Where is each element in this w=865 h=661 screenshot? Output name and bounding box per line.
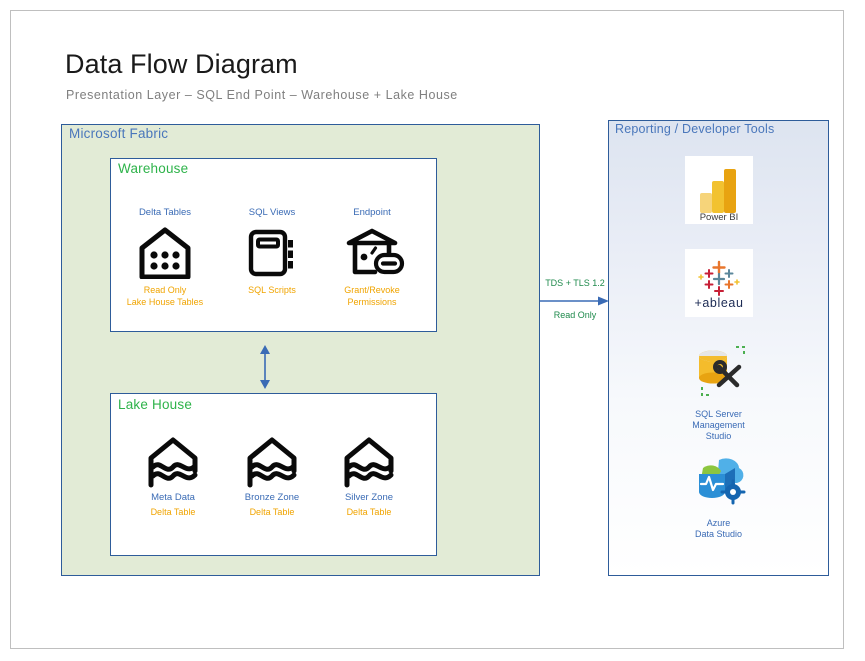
page-frame: Data Flow Diagram Presentation Layer – S… bbox=[10, 10, 844, 649]
sql-views-caption: SQL Scripts bbox=[248, 285, 296, 295]
silver-zone-title: Silver Zone bbox=[344, 492, 394, 503]
azure-data-studio-caption: Azure Data Studio bbox=[694, 518, 743, 539]
lake-house-icon bbox=[118, 436, 228, 490]
azure-data-studio-icon bbox=[685, 446, 753, 514]
bronze-zone-title: Bronze Zone bbox=[244, 492, 300, 503]
tool-tableau[interactable]: +ableau bbox=[608, 249, 829, 317]
delta-tables-icon bbox=[110, 225, 220, 281]
connector-label-bottom: Read Only bbox=[553, 310, 597, 320]
lake-house-icon bbox=[314, 436, 424, 490]
endpoint-link-icon bbox=[317, 225, 427, 281]
bidirectional-vertical-arrow bbox=[255, 345, 275, 389]
meta-data-caption: Delta Table bbox=[150, 507, 196, 517]
warehouse-item-sql-views[interactable]: SQL Views SQL Scripts bbox=[217, 207, 327, 297]
svg-text:Power BI: Power BI bbox=[699, 212, 738, 221]
warehouse-item-endpoint[interactable]: Endpoint Grant/Revoke Permissions bbox=[317, 207, 427, 308]
connector-arrow bbox=[540, 273, 610, 329]
sql-server-management-studio-icon bbox=[685, 337, 753, 405]
endpoint-title: Endpoint bbox=[353, 207, 391, 218]
lake-house-label: Lake House bbox=[118, 397, 193, 412]
reporting-developer-tools-label: Reporting / Developer Tools bbox=[615, 122, 775, 136]
tool-azure-data-studio[interactable]: Azure Data Studio bbox=[608, 446, 829, 540]
endpoint-caption: Grant/Revoke Permissions bbox=[344, 285, 400, 307]
delta-tables-caption: Read Only Lake House Tables bbox=[126, 285, 204, 307]
ssms-caption: SQL Server Management Studio bbox=[692, 409, 745, 441]
warehouse-label: Warehouse bbox=[118, 161, 189, 176]
connector-label-top: TDS + TLS 1.2 bbox=[545, 278, 605, 288]
delta-tables-title: Delta Tables bbox=[138, 207, 192, 218]
power-bi-icon: Power BI bbox=[684, 156, 753, 224]
svg-text:+ableau: +ableau bbox=[694, 296, 743, 310]
notebook-icon bbox=[217, 225, 327, 281]
tableau-icon: +ableau bbox=[684, 249, 753, 317]
lakehouse-item-silver-zone[interactable]: Silver Zone Delta Table bbox=[314, 436, 424, 519]
microsoft-fabric-label: Microsoft Fabric bbox=[69, 126, 169, 141]
sql-views-title: SQL Views bbox=[248, 207, 296, 218]
silver-zone-caption: Delta Table bbox=[346, 507, 392, 517]
tool-sql-server-management-studio[interactable]: SQL Server Management Studio bbox=[608, 337, 829, 442]
page-subtitle: Presentation Layer – SQL End Point – War… bbox=[66, 88, 458, 102]
lake-house-icon bbox=[217, 436, 327, 490]
warehouse-item-delta-tables[interactable]: Delta Tables Read Only Lake House Tables bbox=[110, 207, 220, 308]
lakehouse-item-bronze-zone[interactable]: Bronze Zone Delta Table bbox=[217, 436, 327, 519]
bronze-zone-caption: Delta Table bbox=[249, 507, 295, 517]
page-title: Data Flow Diagram bbox=[65, 49, 298, 79]
meta-data-title: Meta Data bbox=[151, 492, 195, 503]
lakehouse-item-meta-data[interactable]: Meta Data Delta Table bbox=[118, 436, 228, 519]
tool-power-bi[interactable]: Power BI bbox=[608, 156, 829, 224]
